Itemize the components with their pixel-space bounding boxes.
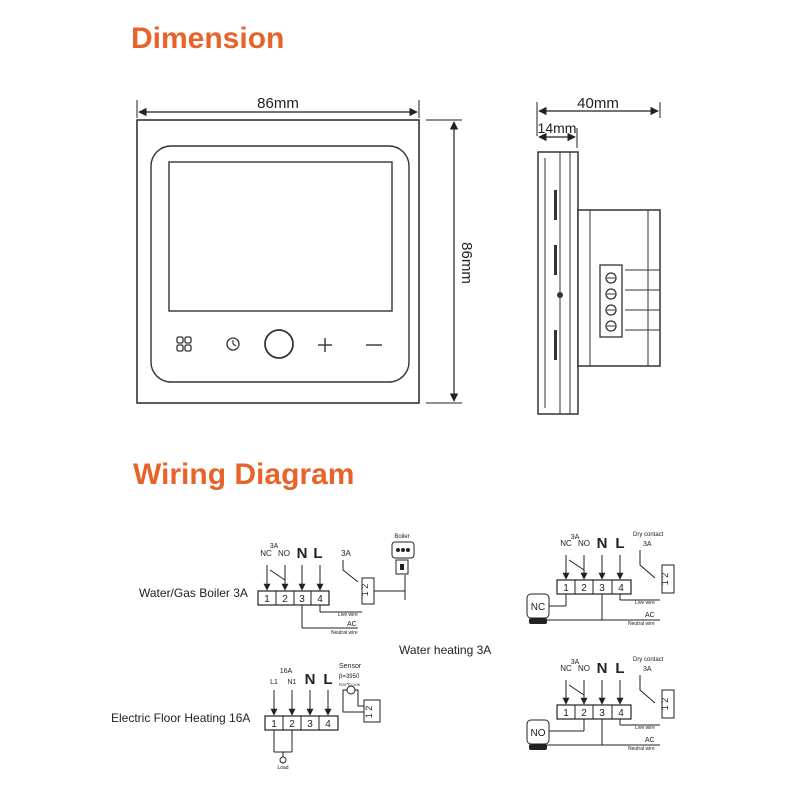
svg-text:AC: AC <box>645 612 655 619</box>
svg-text:16A: 16A <box>280 668 293 675</box>
svg-text:3: 3 <box>599 708 605 719</box>
svg-text:Live wire: Live wire <box>338 612 358 618</box>
svg-text:4: 4 <box>618 708 624 719</box>
load-icon <box>279 756 287 764</box>
svg-text:1 2: 1 2 <box>364 706 374 719</box>
svg-text:N: N <box>597 535 608 552</box>
wiring-diagram-title: Wiring Diagram <box>133 458 355 491</box>
svg-text:1: 1 <box>563 583 569 594</box>
svg-text:AC: AC <box>347 621 357 628</box>
svg-text:N1: N1 <box>288 679 297 686</box>
width-label: 86mm <box>257 95 299 112</box>
svg-text:NC: NC <box>560 539 572 548</box>
svg-text:β=3950: β=3950 <box>339 674 360 680</box>
svg-text:3: 3 <box>299 594 305 605</box>
svg-text:NC: NC <box>531 602 545 613</box>
svg-text:Sensor: Sensor <box>339 663 362 670</box>
svg-text:R25℃=10K: R25℃=10K <box>339 682 361 687</box>
svg-text:NC: NC <box>560 664 572 673</box>
svg-text:L: L <box>323 671 332 688</box>
svg-text:AC: AC <box>645 737 655 744</box>
svg-text:L: L <box>313 545 322 562</box>
lcd-screen <box>168 161 393 312</box>
svg-text:Neutral wire: Neutral wire <box>628 746 655 752</box>
svg-text:Neutral wire: Neutral wire <box>331 630 358 636</box>
svg-text:NC: NC <box>260 549 272 558</box>
svg-text:2: 2 <box>289 719 295 730</box>
power-button[interactable] <box>264 329 294 359</box>
svg-text:L: L <box>615 660 624 677</box>
svg-text:N: N <box>597 660 608 677</box>
floor-heating-caption: Electric Floor Heating 16A <box>111 711 251 725</box>
depth-label: 40mm <box>577 95 619 112</box>
svg-text:3A: 3A <box>643 541 652 548</box>
svg-text:3: 3 <box>599 583 605 594</box>
svg-text:NO: NO <box>578 664 590 673</box>
clock-icon[interactable] <box>226 337 240 351</box>
menu-grid-icon[interactable] <box>176 336 192 352</box>
boiler-wiring-diagram: 1 2 3 4 NC 3A NO N L 3A 1 2 Boiler Live … <box>257 534 415 636</box>
svg-text:NO: NO <box>278 549 290 558</box>
plus-icon[interactable] <box>318 338 332 352</box>
svg-text:3A: 3A <box>341 549 351 558</box>
svg-text:3: 3 <box>307 719 313 730</box>
svg-text:1 2: 1 2 <box>360 584 370 597</box>
svg-text:1: 1 <box>563 708 569 719</box>
front-body-profile <box>537 151 579 415</box>
svg-text:4: 4 <box>317 594 323 605</box>
svg-text:N: N <box>305 671 316 688</box>
sensor-probe <box>346 685 356 695</box>
side-view: 40mm 14mm <box>536 95 661 415</box>
svg-text:NO: NO <box>578 539 590 548</box>
front-depth-label: 14mm <box>538 120 577 136</box>
svg-text:L1: L1 <box>270 679 278 686</box>
svg-text:1: 1 <box>264 594 270 605</box>
svg-text:1 2: 1 2 <box>660 698 670 711</box>
dimension-title: Dimension <box>131 22 285 55</box>
svg-text:Boiler: Boiler <box>394 534 409 540</box>
svg-text:3A: 3A <box>270 543 279 550</box>
svg-text:3A: 3A <box>571 534 580 541</box>
svg-text:2: 2 <box>581 708 587 719</box>
svg-text:4: 4 <box>618 583 624 594</box>
water-heating-nc-diagram: 1 2 3 4 NC 3A NO N L Dry contact 3A 1 2 … <box>526 532 675 627</box>
water-heating-caption: Water heating 3A <box>399 643 492 657</box>
svg-text:Neutral wire: Neutral wire <box>628 621 655 627</box>
svg-text:Live wire: Live wire <box>635 600 655 606</box>
front-view: 86mm 86mm <box>136 95 475 404</box>
svg-text:2: 2 <box>282 594 288 605</box>
height-label: 86mm <box>458 242 475 284</box>
svg-text:N: N <box>297 545 308 562</box>
floor-heating-wiring-diagram: 1 2 3 4 16A L1 N1 N L Sensor β=3950 R25℃… <box>264 663 381 771</box>
svg-text:3A: 3A <box>571 659 580 666</box>
svg-text:Dry contact: Dry contact <box>633 657 664 663</box>
svg-text:Live wire: Live wire <box>635 725 655 731</box>
svg-text:2: 2 <box>581 583 587 594</box>
boiler-caption: Water/Gas Boiler 3A <box>139 586 248 600</box>
svg-text:NO: NO <box>531 728 546 739</box>
svg-text:Dry contact: Dry contact <box>633 532 664 538</box>
svg-text:1 2: 1 2 <box>660 573 670 586</box>
terminal-block <box>599 264 623 338</box>
water-heating-no-diagram: 1 2 3 4 NC 3A NO N L Dry contact 3A 1 2 … <box>526 657 675 752</box>
svg-text:L: L <box>615 535 624 552</box>
svg-text:3A: 3A <box>643 666 652 673</box>
svg-text:Load: Load <box>277 765 288 771</box>
svg-text:1: 1 <box>271 719 277 730</box>
svg-text:4: 4 <box>325 719 331 730</box>
